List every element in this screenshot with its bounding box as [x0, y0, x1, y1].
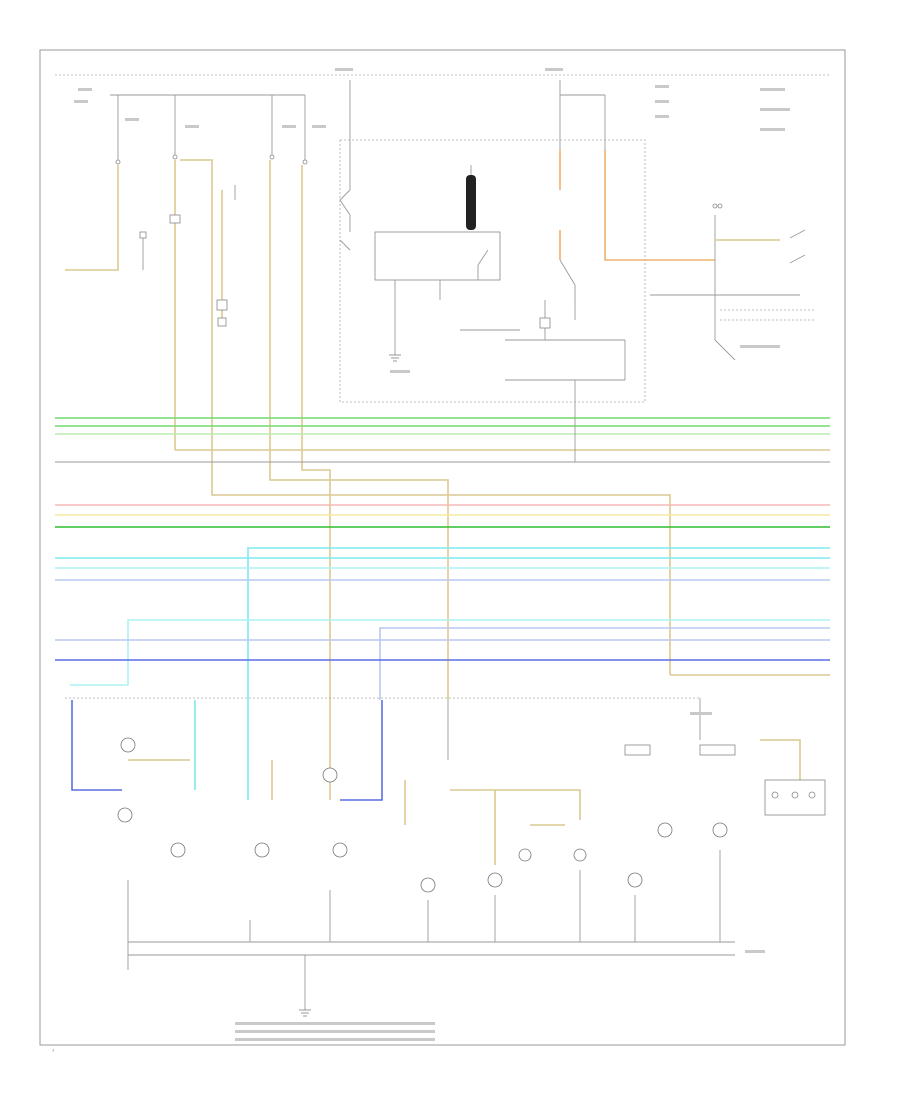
lamps — [117, 737, 728, 893]
right-lower-box — [624, 744, 826, 816]
right-switch-cluster — [650, 203, 815, 361]
diagram-frame — [39, 49, 846, 1046]
right-relay-group — [460, 150, 715, 381]
top-left-feeds — [115, 80, 606, 190]
middle-wire-bundle — [55, 504, 830, 528]
label-marks — [74, 68, 790, 1041]
black-coil — [466, 175, 476, 230]
footer-code: 7 — [52, 1048, 55, 1053]
upper-wire-bundle — [55, 380, 830, 463]
upper-left-components — [139, 185, 236, 327]
center-relay-module — [339, 165, 501, 362]
tan-wires-upper — [65, 159, 671, 700]
center-dashed-box — [339, 139, 646, 403]
ground-bus — [127, 850, 735, 1017]
lower-wire-bundle — [55, 547, 830, 700]
lower-vertical-feeds — [71, 698, 801, 865]
